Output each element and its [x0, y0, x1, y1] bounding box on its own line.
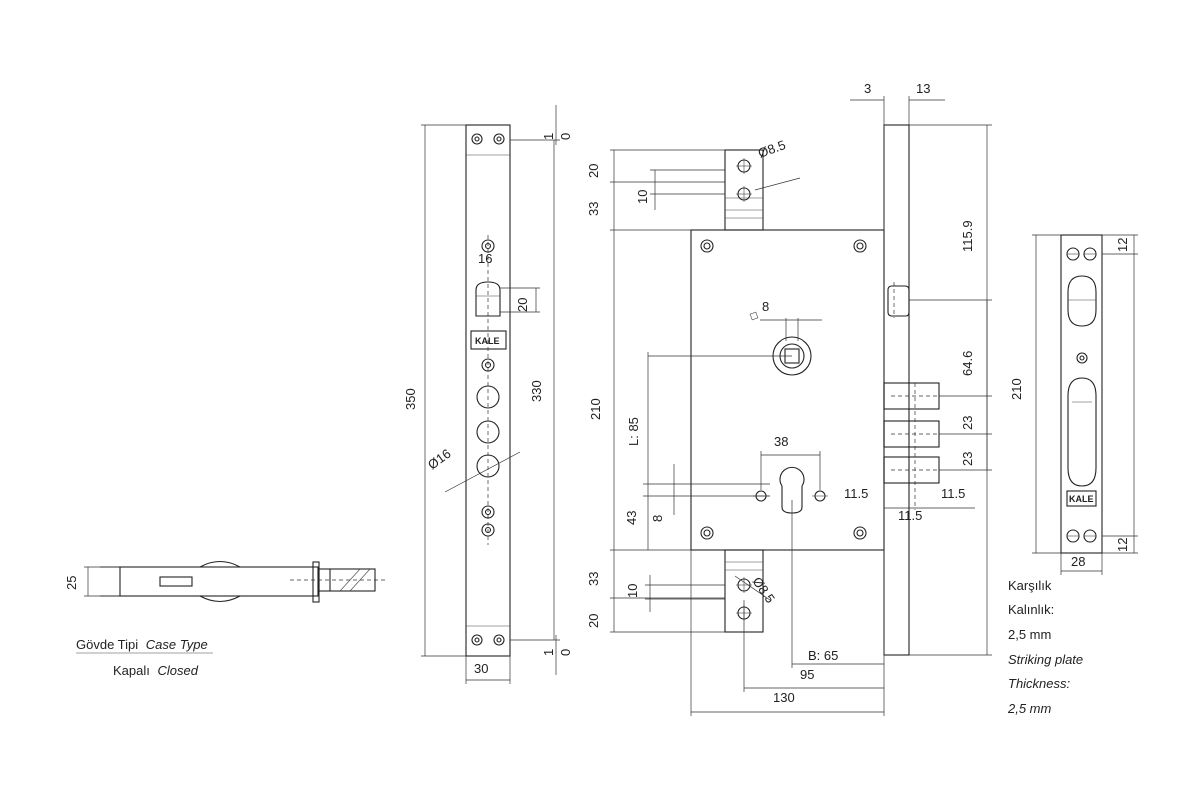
case-type-value-tr: Kapalı — [113, 663, 150, 678]
forend-thickness-dim: 3 — [864, 81, 871, 96]
plate-bottom-dim: 12 — [1115, 538, 1130, 552]
body-cyl-width-dim: 38 — [774, 434, 788, 449]
plate-title-en: Striking plate — [1008, 652, 1083, 667]
case-type-label-en: Case Type — [146, 637, 208, 652]
front-bottom-offset-b: 0 — [558, 649, 573, 656]
front-bolt-3 — [476, 454, 500, 478]
bolt-pitch-2-dim: 23 — [960, 452, 975, 466]
front-bolt-2 — [476, 420, 500, 444]
case-type-caption: Gövde Tipi Case Type Kapalı Closed — [76, 637, 213, 678]
cylinder-cutout — [753, 466, 828, 514]
latch-height-dim: 115.9 — [960, 220, 975, 252]
bolt-spacing-top-dim: 64.6 — [960, 351, 975, 376]
plate-width-dim: 28 — [1071, 554, 1085, 569]
front-bolt-1 — [476, 385, 500, 409]
svg-text:Kapalı Closed: Kapalı Closed — [113, 663, 199, 678]
front-inner-height-dim: 330 — [529, 380, 544, 402]
front-bottom-offset-a: 1 — [541, 649, 556, 656]
case-type-value-en: Closed — [158, 663, 199, 678]
striking-plate-view: KALE 210 28 12 12 — [1009, 234, 1138, 575]
front-screw-holes — [471, 133, 505, 646]
spindle-follower — [749, 311, 822, 376]
side-view: 25 — [64, 560, 385, 603]
body-cyl-gap-dim: 8 — [650, 515, 665, 522]
body-top-tab-dim: 33 — [586, 202, 601, 216]
front-top-offset-a: 1 — [541, 133, 556, 140]
body-depth-95-dim: 95 — [800, 667, 814, 682]
body-cyl-below-dim: 11.5 — [898, 508, 922, 523]
front-top-offset-b: 0 — [558, 133, 573, 140]
body-bottom-tab-dim: 33 — [586, 572, 601, 586]
body-depth-130-dim: 130 — [773, 690, 795, 705]
front-view: KALE 350 330 1 0 1 0 30 20 16 Ø16 — [403, 105, 573, 684]
plate-thickness-value-tr: 2,5 mm — [1008, 627, 1051, 642]
plate-brand-logo: KALE — [1069, 494, 1094, 504]
plate-title-tr: Karşılık — [1008, 578, 1052, 593]
body-top-hole-gap-dim: 10 — [635, 190, 650, 204]
striking-plate-caption: Karşılık Kalınlık: 2,5 mm Striking plate… — [1007, 578, 1083, 716]
body-hole-diameter-top: Ø8.5 — [756, 137, 788, 161]
bolt-pitch-1-dim: 23 — [960, 416, 975, 430]
body-cyl-left-dim: 11.5 — [844, 486, 868, 501]
body-top-hole-dim: 20 — [586, 164, 601, 178]
plate-thickness-value-en: 2,5 mm — [1007, 701, 1052, 716]
plate-latch-hole — [1067, 275, 1097, 327]
forend-width-dim: 13 — [916, 81, 930, 96]
side-height-dim: 25 — [64, 576, 79, 590]
body-backset-l-dim: L: 85 — [626, 417, 641, 446]
plate-thickness-tr: Kalınlık: — [1008, 602, 1054, 617]
front-width-dim: 30 — [474, 661, 488, 676]
body-cyl-offset-dim: 43 — [624, 511, 639, 525]
case-type-label-tr: Gövde Tipi — [76, 637, 138, 652]
svg-text:Gövde Tipi Case Type: Gövde Tipi Case Type — [76, 637, 208, 652]
body-bottom-hole-dim: 20 — [586, 614, 601, 628]
front-bolt-diameter-dim: Ø16 — [425, 446, 454, 473]
body-backset-b-dim: B: 65 — [808, 648, 838, 663]
front-latch-width-dim: 16 — [478, 251, 492, 266]
body-cyl-right-dim: 11.5 — [941, 486, 965, 501]
front-brand-logo: KALE — [475, 336, 500, 346]
body-bottom-hole-gap-dim: 10 — [625, 584, 640, 598]
plate-top-dim: 12 — [1115, 238, 1130, 252]
front-latch-height-dim: 20 — [515, 298, 530, 312]
body-height-dim: 210 — [588, 398, 603, 420]
front-latch — [475, 281, 501, 317]
plate-height-dim: 210 — [1009, 378, 1024, 400]
body-spindle-dim: 8 — [762, 299, 769, 314]
plate-thickness-en: Thickness: — [1008, 676, 1071, 691]
front-total-height-dim: 350 — [403, 388, 418, 410]
body-view: 20 10 33 Ø8.5 210 33 10 20 Ø8.5 8 L: 85 … — [586, 81, 992, 716]
plate-bolt-slot — [1067, 377, 1097, 487]
body-bolts — [883, 382, 940, 510]
body-hole-diameter-bottom: Ø8.5 — [750, 574, 778, 606]
